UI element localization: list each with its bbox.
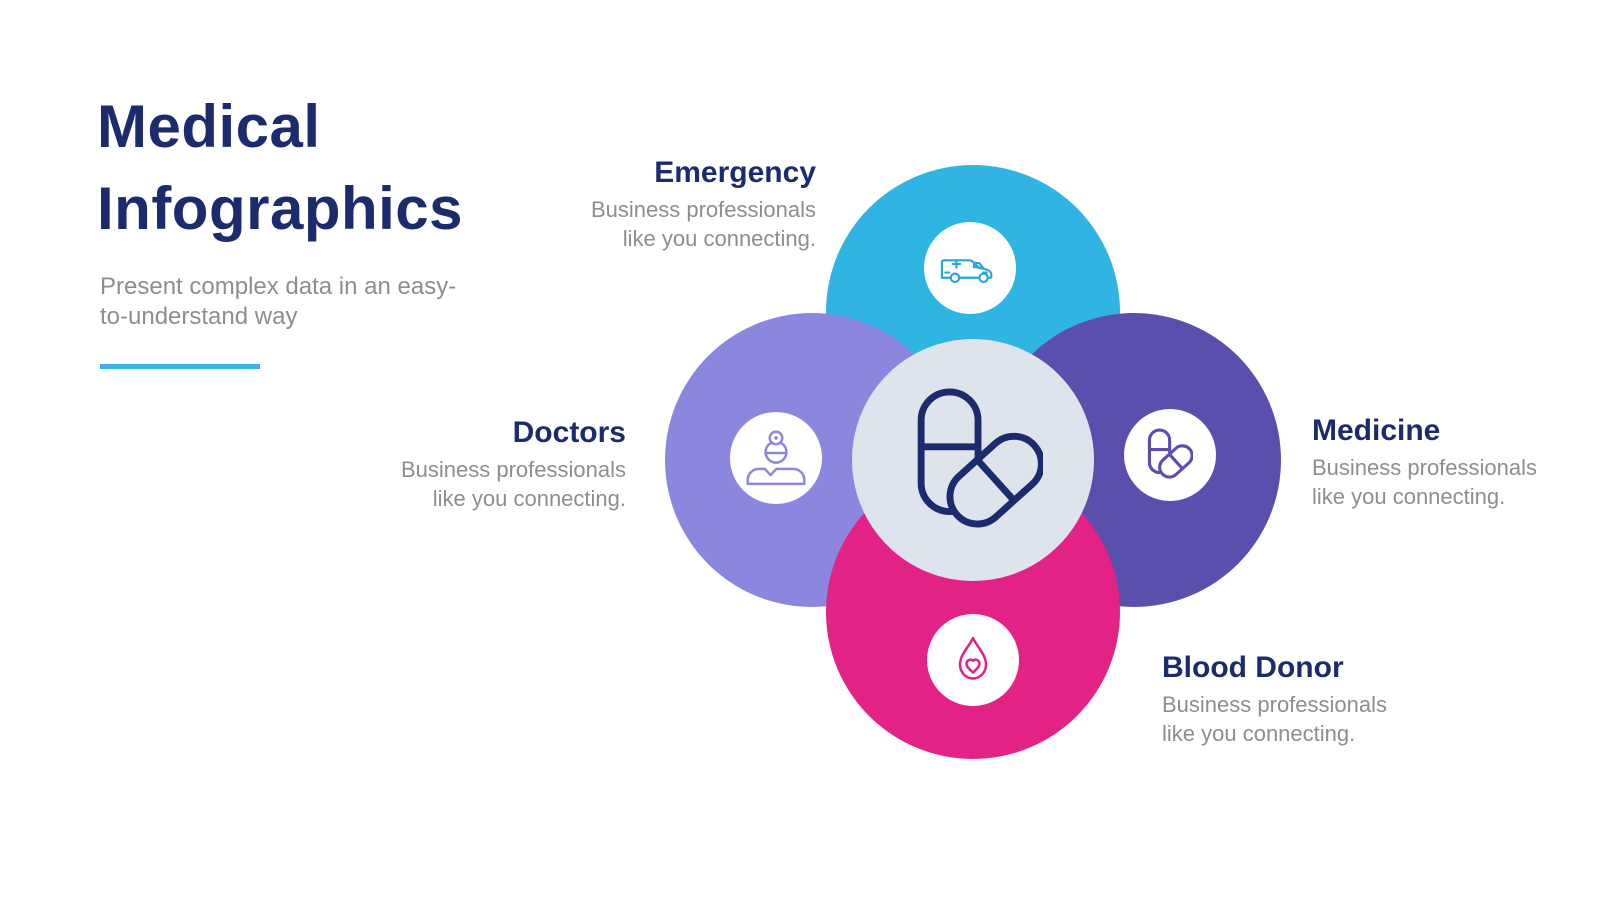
subtitle-line-2: to-understand way [100,303,298,330]
icon-badge-emergency [924,222,1016,314]
item-description-blood-donor: Business professionals like you connecti… [1162,692,1388,746]
subtitle-line-1: Present complex data in an easy- [100,273,457,300]
icon-badge-doctors [730,412,822,504]
item-label-doctors: Doctors [512,416,626,449]
item-label-blood-donor: Blood Donor [1162,651,1344,684]
item-block-emergency: Emergency Business professionals like yo… [558,156,816,253]
pills-logo-icon [917,388,1043,528]
item-block-doctors: Doctors Business professionals like you … [368,416,626,513]
item-description-medicine: Business professionals like you connecti… [1312,455,1538,509]
center-circle [852,339,1094,581]
item-description-emergency: Business professionals like you connecti… [590,197,816,251]
item-label-emergency: Emergency [654,156,816,189]
item-label-medicine: Medicine [1312,414,1441,447]
item-block-medicine: Medicine Business professionals like you… [1312,414,1570,511]
page-title: Medical Infographics [97,93,464,242]
page-subtitle: Present complex data in an easy-to-under… [100,272,520,332]
doctor-icon [746,430,806,486]
item-block-blood-donor: Blood Donor Business professionals like … [1162,651,1420,748]
accent-underline [100,364,260,369]
item-description-doctors: Business professionals like you connecti… [400,457,626,511]
blood-drop-heart-icon [958,636,988,680]
pills-icon [1147,428,1193,479]
icon-badge-medicine [1124,409,1216,501]
icon-badge-blood-donor [927,614,1019,706]
ambulance-icon [940,259,993,283]
